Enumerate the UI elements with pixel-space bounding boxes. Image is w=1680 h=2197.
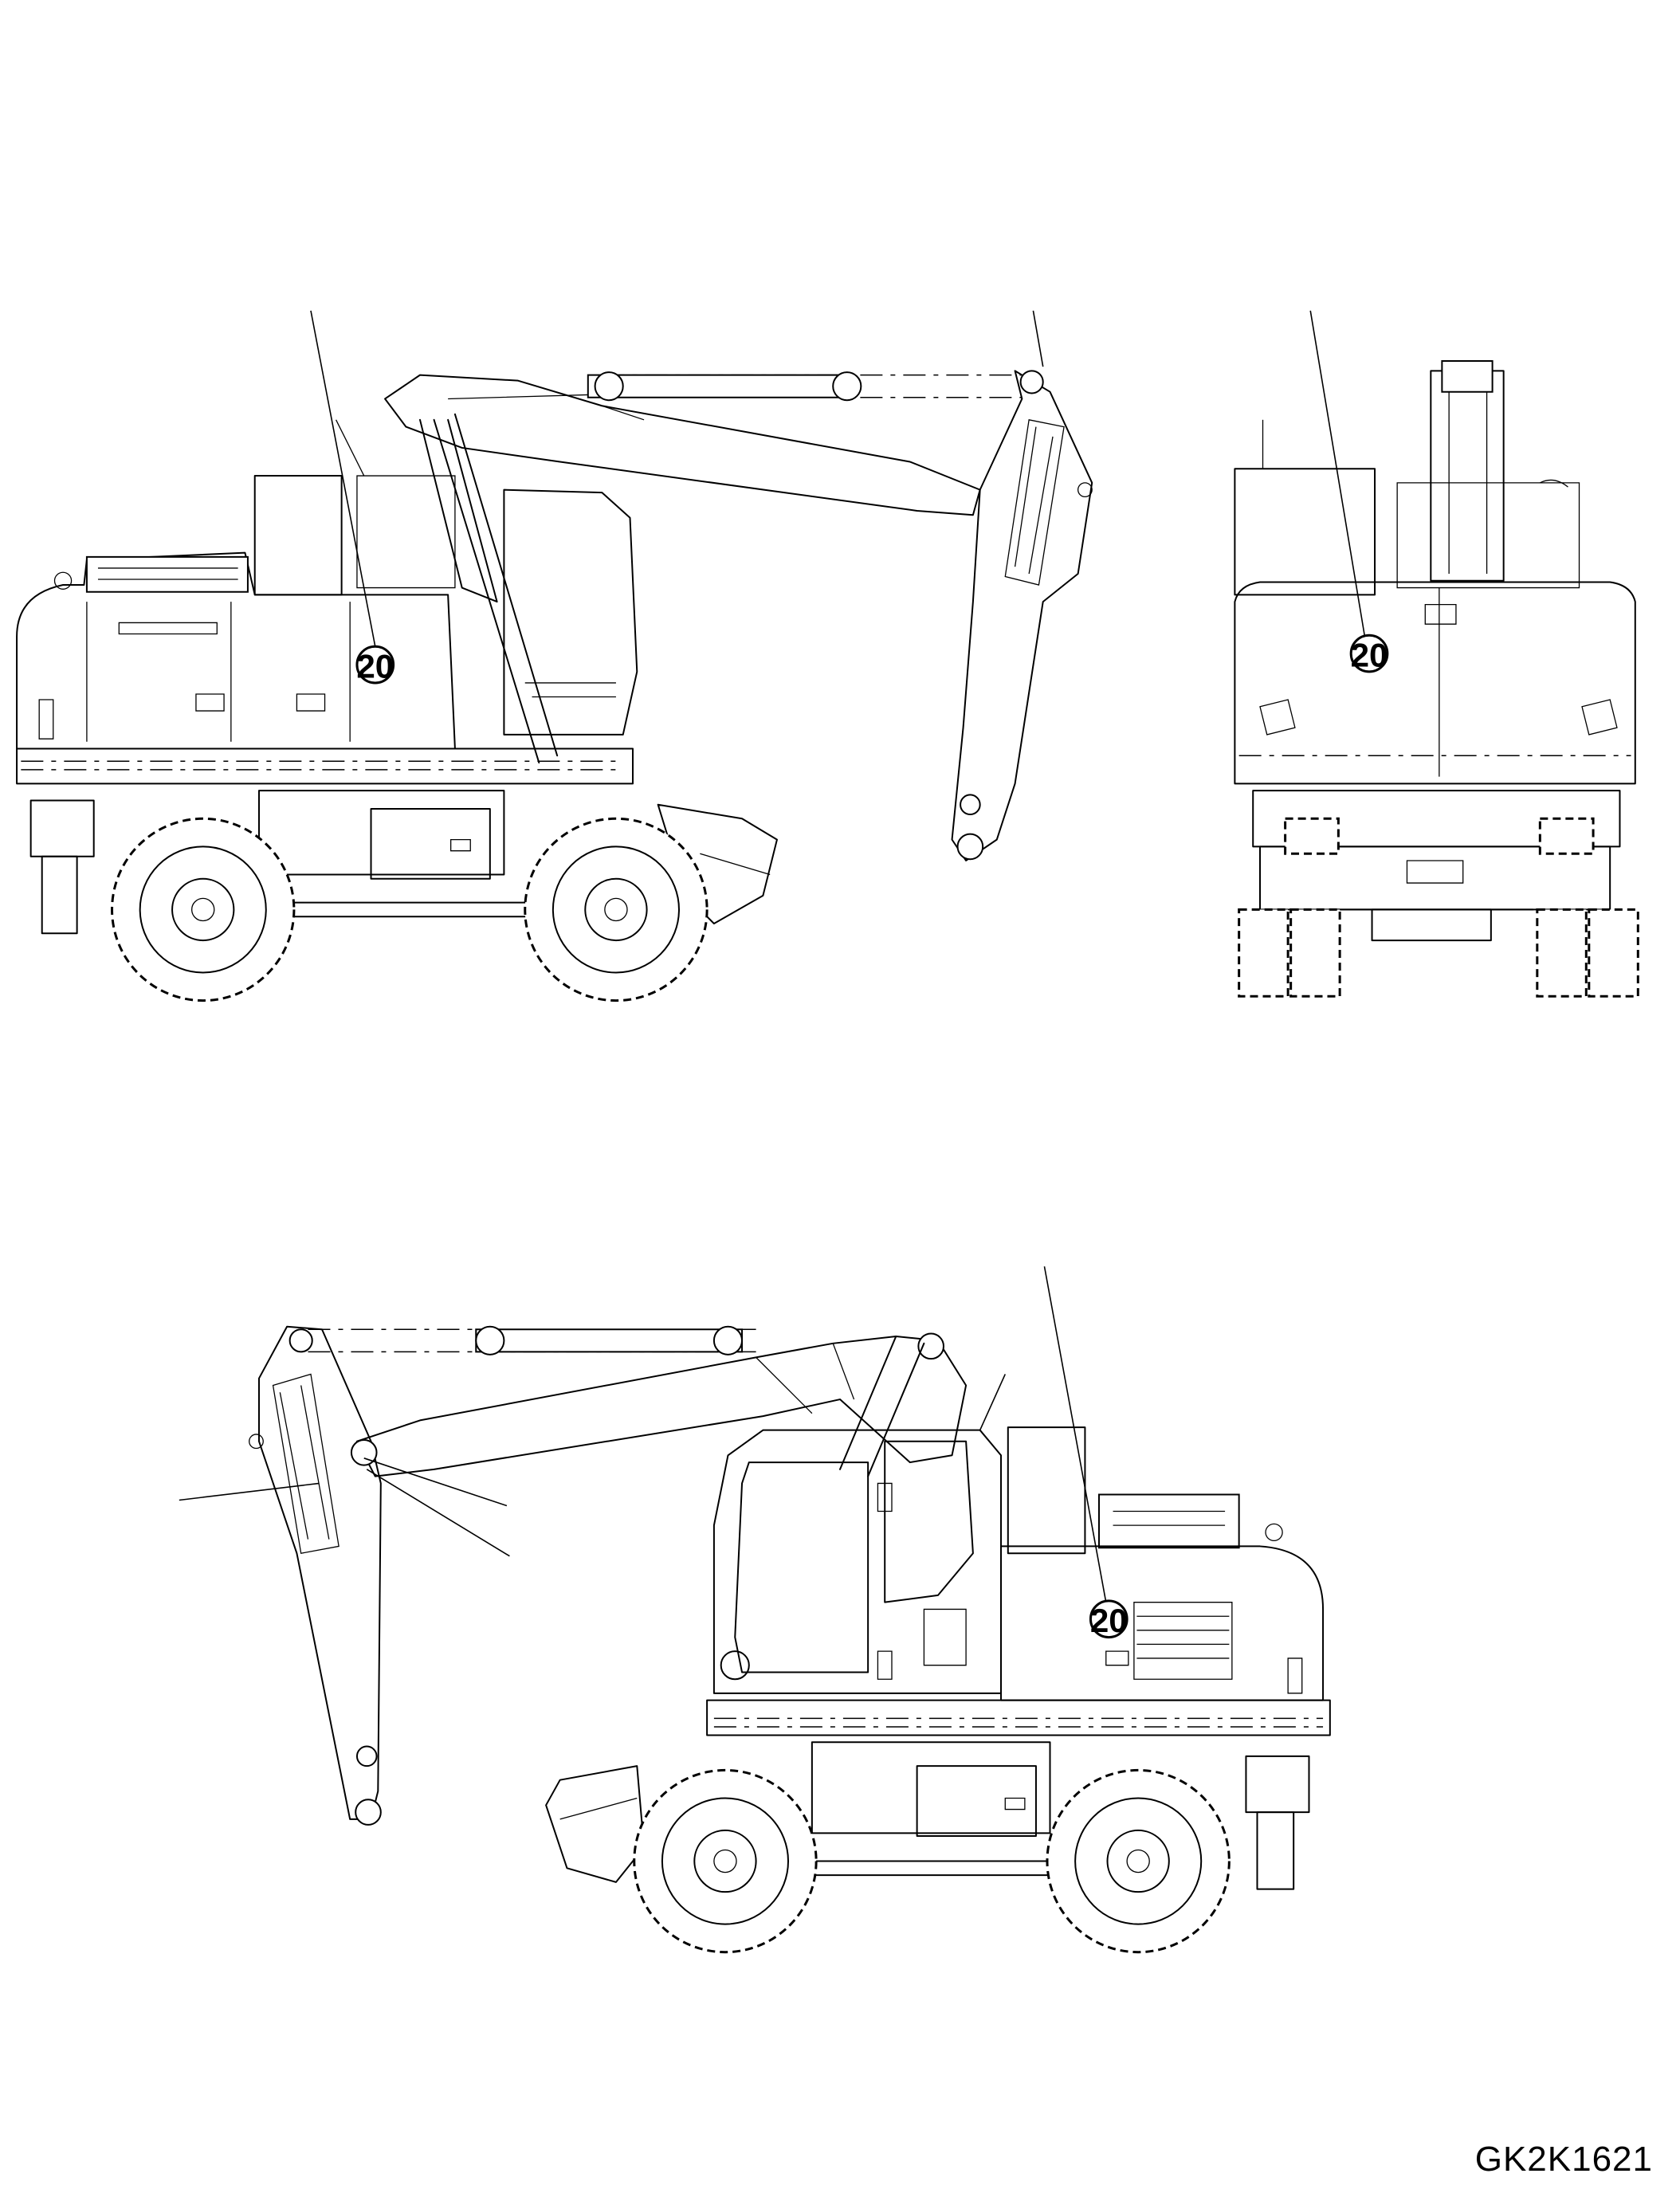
deck-right	[707, 1701, 1330, 1736]
upper-structure-left	[17, 420, 637, 784]
leader-line	[1310, 311, 1365, 638]
arm-right	[249, 1327, 381, 1825]
leader-line	[1033, 311, 1042, 367]
left-side-view: 20	[17, 311, 1092, 1001]
callout-badge-20: 20	[1351, 635, 1388, 673]
leader-line	[1044, 1266, 1105, 1602]
wheel-front-right	[634, 1770, 816, 1952]
svg-text:20: 20	[1090, 1602, 1128, 1639]
undercarriage-rear	[1253, 791, 1619, 940]
wheel-rear-right	[1047, 1770, 1229, 1952]
boom-cylinder-left	[434, 414, 558, 763]
leader-line	[367, 1469, 509, 1556]
boom-cylinder-right	[840, 1336, 924, 1477]
callout-badge-20: 20	[356, 646, 394, 685]
boom-rear	[1431, 361, 1503, 581]
arm-cylinder-left	[588, 372, 1023, 400]
arm-left	[952, 371, 1093, 861]
leader-line	[980, 1374, 1006, 1430]
engine-hood-right	[1001, 1427, 1323, 1700]
svg-text:20: 20	[356, 647, 394, 685]
boom-left	[385, 375, 980, 602]
svg-text:20: 20	[1351, 636, 1388, 673]
arm-cylinder-right	[308, 1327, 756, 1355]
counterweight-rear	[1234, 583, 1635, 784]
leader-line	[364, 1458, 507, 1506]
callout-badge-20: 20	[1090, 1601, 1128, 1639]
leader-line	[179, 1483, 320, 1500]
cab-right	[714, 1430, 1001, 1693]
boom-right	[351, 1334, 966, 1477]
cab-rear	[1234, 420, 1579, 595]
wheel-front-left	[525, 818, 707, 1000]
wheels-rear-view	[1239, 818, 1639, 996]
right-side-view: 20	[179, 1266, 1330, 1952]
wheel-rear-left	[112, 818, 294, 1000]
rear-view: 20	[1234, 311, 1638, 996]
leader-line	[311, 311, 375, 646]
drawing-code-label: GK2K1621	[1474, 2140, 1653, 2179]
